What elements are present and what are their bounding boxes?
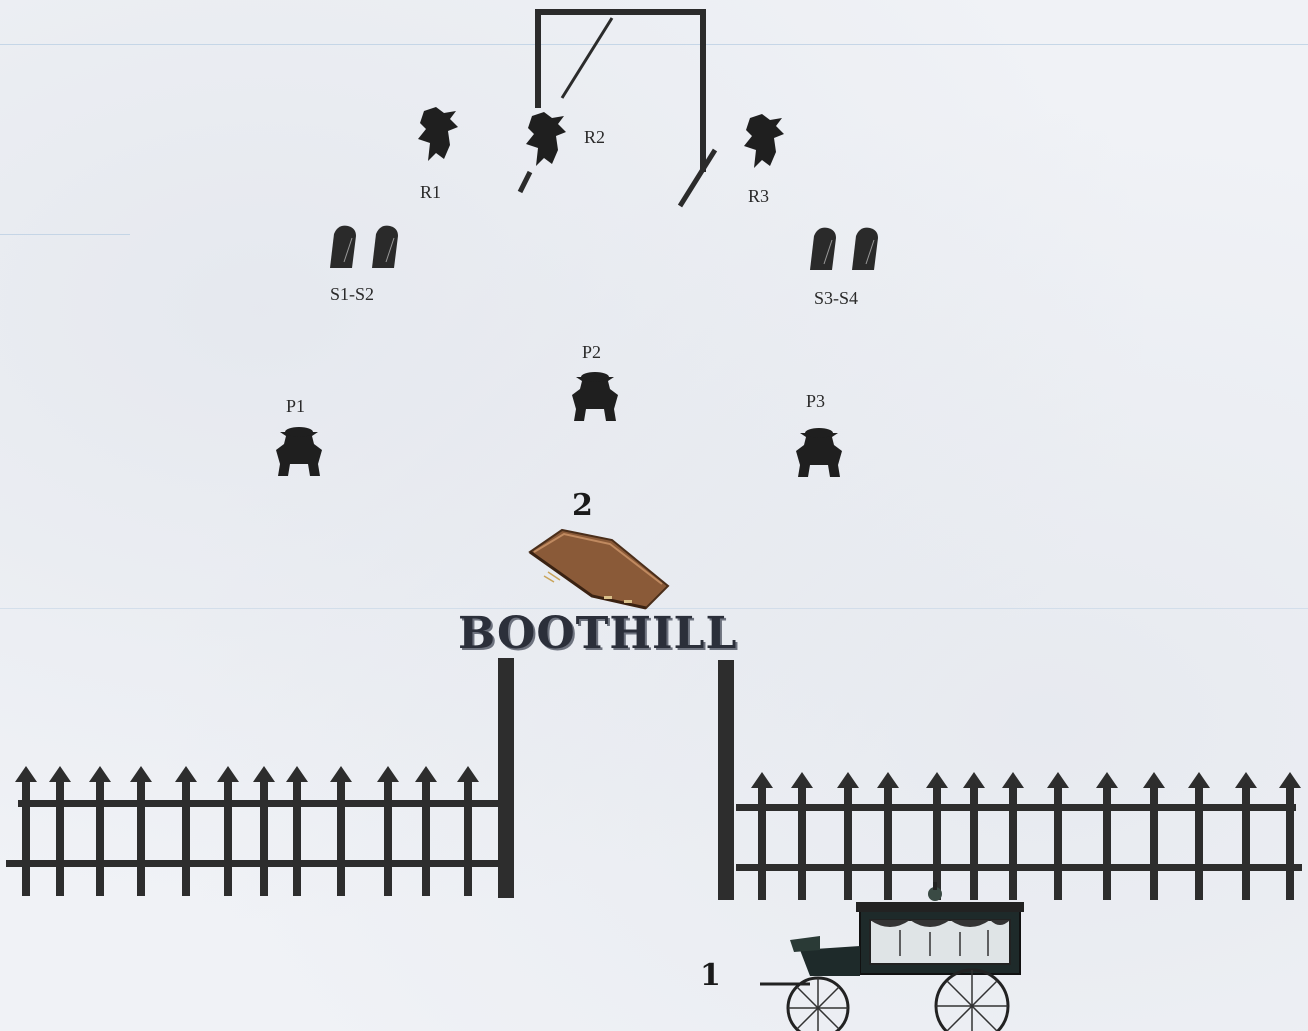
fence-picket: [1150, 782, 1158, 900]
fence-picket: [1054, 782, 1062, 900]
fence-spike: [286, 766, 308, 782]
fence-spike: [253, 766, 275, 782]
fence-picket: [422, 776, 430, 896]
fence-picket: [1242, 782, 1250, 900]
fence-spike: [1235, 772, 1257, 788]
fence-spike: [1096, 772, 1118, 788]
fence-picket: [182, 776, 190, 896]
fence-spike: [1002, 772, 1024, 788]
fence-spike: [415, 766, 437, 782]
fence-picket: [293, 776, 301, 896]
fence-picket: [464, 776, 472, 896]
marker-1: 1: [700, 958, 721, 993]
fence-rail: [736, 864, 1302, 871]
fence-picket: [260, 776, 268, 896]
fence-picket: [1195, 782, 1203, 900]
fence-picket: [22, 776, 30, 896]
fence-spike: [1047, 772, 1069, 788]
fence-spike: [926, 772, 948, 788]
fence-spike: [175, 766, 197, 782]
fence-picket: [56, 776, 64, 896]
fence-spike: [791, 772, 813, 788]
fence-spike: [15, 766, 37, 782]
fence-picket: [337, 776, 345, 896]
fence-spike: [457, 766, 479, 782]
fence-spike: [1188, 772, 1210, 788]
fence-picket: [384, 776, 392, 896]
fence-spike: [89, 766, 111, 782]
fence-spike: [330, 766, 352, 782]
fence-spike: [217, 766, 239, 782]
fence-spike: [1143, 772, 1165, 788]
fence-picket: [1286, 782, 1294, 900]
hearse-carriage-icon: [760, 880, 1030, 1030]
fence-picket: [224, 776, 232, 896]
gate-post-right: [718, 660, 734, 900]
fence-picket: [1103, 782, 1111, 900]
fence-picket: [137, 776, 145, 896]
fence-spike: [963, 772, 985, 788]
fence-spike: [377, 766, 399, 782]
fence-spike: [1279, 772, 1301, 788]
fence-spike: [751, 772, 773, 788]
fence-spike: [130, 766, 152, 782]
fence-spike: [837, 772, 859, 788]
fence-spike: [877, 772, 899, 788]
fence-picket: [96, 776, 104, 896]
gate-post-left: [498, 658, 514, 898]
fence-spike: [49, 766, 71, 782]
